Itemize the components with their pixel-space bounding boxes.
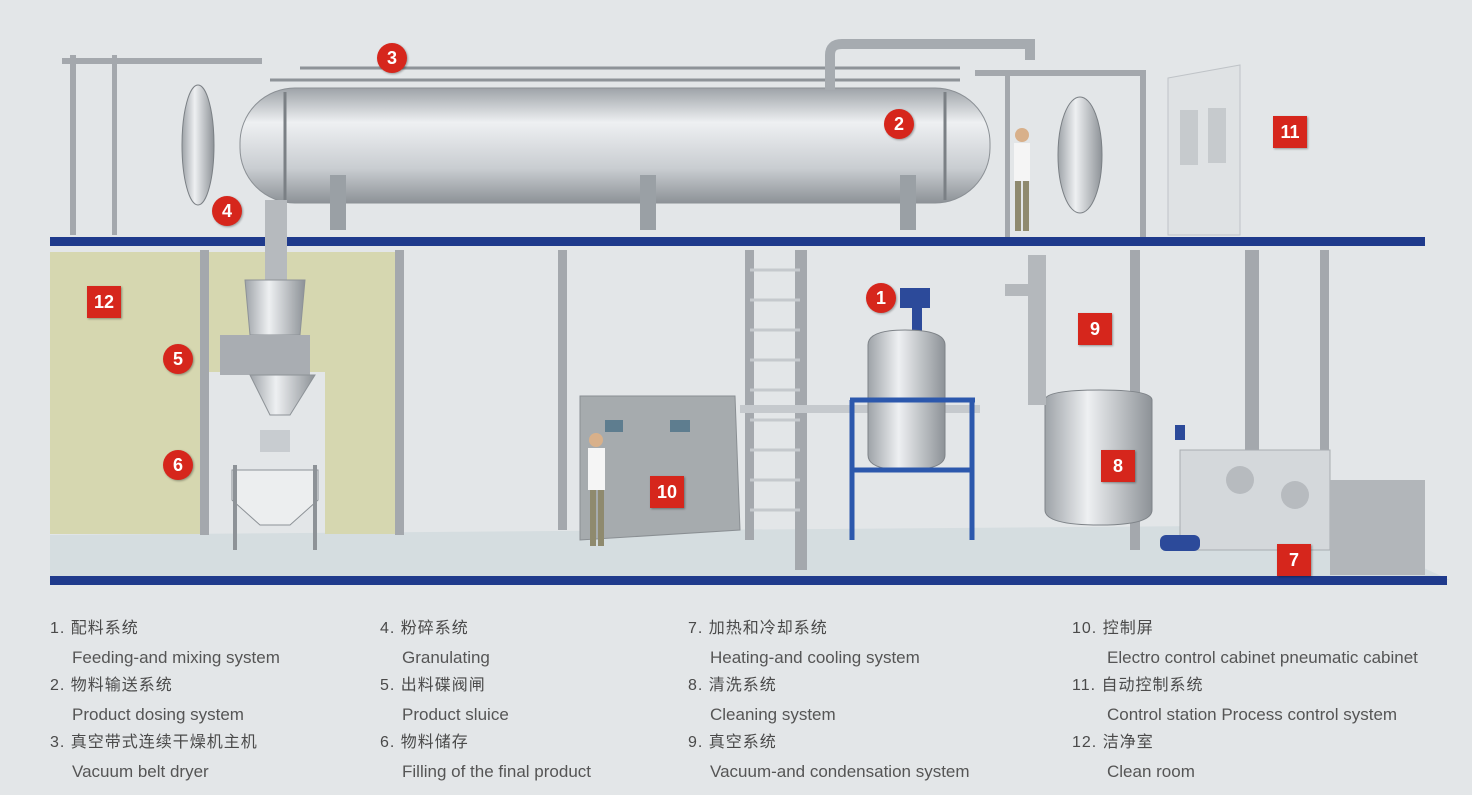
legend-entry: 6. 物料储存 Filling of the final product	[380, 729, 780, 786]
mixing-vessel	[849, 288, 975, 540]
marker-2: 2	[884, 109, 914, 139]
marker-3: 3	[377, 43, 407, 73]
legend-cn: 10. 控制屏	[1072, 620, 1154, 637]
legend-en: Filling of the final product	[402, 762, 591, 781]
clean-room-wall-right	[325, 252, 395, 534]
legend-en: Heating-and cooling system	[710, 648, 920, 667]
legend-cn: 11. 自动控制系统	[1072, 677, 1204, 694]
marker-7: 7	[1277, 544, 1311, 576]
spiral-stairs	[750, 268, 800, 512]
legend-cn: 6. 物料储存	[380, 734, 469, 751]
marker-9: 9	[1078, 313, 1112, 345]
granulator	[220, 200, 316, 416]
mid-platform	[740, 405, 980, 413]
legend-entry: 11. 自动控制系统 Control station Process contr…	[1072, 672, 1472, 729]
upper-frame	[62, 55, 1146, 240]
legend: 1. 配料系统 Feeding-and mixing system 2. 物料输…	[0, 615, 1472, 795]
legend-cn: 3. 真空带式连续干燥机主机	[50, 734, 258, 751]
marker-12: 12	[87, 286, 121, 318]
legend-cn: 4. 粉碎系统	[380, 620, 469, 637]
marker-4: 4	[212, 196, 242, 226]
legend-cn: 8. 清洗系统	[688, 677, 777, 694]
legend-cn: 1. 配料系统	[50, 620, 139, 637]
plant-diagram: 1 2 3 4 5 6 7 8 9 10 11 12	[50, 39, 1450, 585]
marker-11: 11	[1273, 116, 1307, 148]
legend-cn: 5. 出料碟阀闸	[380, 677, 486, 694]
legend-en: Granulating	[402, 648, 490, 667]
operator-figure	[1014, 128, 1030, 231]
dryer-door-left	[181, 84, 215, 206]
legend-entry: 12. 洁净室 Clean room	[1072, 729, 1472, 786]
legend-entry: 9. 真空系统 Vacuum-and condensation system	[688, 729, 1088, 786]
legend-en: Control station Process control system	[1107, 705, 1398, 724]
upper-deck	[50, 237, 1425, 246]
legend-cn: 12. 洁净室	[1072, 734, 1154, 751]
legend-column: 7. 加热和冷却系统 Heating-and cooling system 8.…	[688, 615, 1088, 786]
legend-column: 4. 粉碎系统 Granulating 5. 出料碟阀闸 Product slu…	[380, 615, 780, 786]
control-room-window	[1208, 108, 1226, 163]
legend-entry: 1. 配料系统 Feeding-and mixing system	[50, 615, 450, 672]
legend-en: Vacuum-and condensation system	[710, 762, 970, 781]
legend-en: Product dosing system	[72, 705, 244, 724]
legend-cn: 9. 真空系统	[688, 734, 777, 751]
marker-5: 5	[163, 344, 193, 374]
legend-entry: 8. 清洗系统 Cleaning system	[688, 672, 1088, 729]
dryer-rings	[283, 92, 947, 200]
legend-cn: 2. 物料输送系统	[50, 677, 173, 694]
cleaning-vessel	[1005, 255, 1153, 526]
heating-cooling-skid	[1160, 425, 1425, 575]
ibc-container	[231, 430, 319, 550]
legend-en: Clean room	[1107, 762, 1195, 781]
legend-entry: 7. 加热和冷却系统 Heating-and cooling system	[688, 615, 1088, 672]
legend-en: Feeding-and mixing system	[72, 648, 280, 667]
control-room-window	[1180, 110, 1198, 165]
legend-entry: 10. 控制屏 Electro control cabinet pneumati…	[1072, 615, 1472, 672]
marker-1: 1	[866, 283, 896, 313]
legend-entry: 2. 物料输送系统 Product dosing system	[50, 672, 450, 729]
legend-entry: 3. 真空带式连续干燥机主机 Vacuum belt dryer	[50, 729, 450, 786]
legend-column: 10. 控制屏 Electro control cabinet pneumati…	[1072, 615, 1472, 786]
dryer-door-right	[1057, 96, 1103, 214]
legend-entry: 5. 出料碟阀闸 Product sluice	[380, 672, 780, 729]
clean-room-wall-left	[50, 252, 200, 534]
legend-en: Electro control cabinet pneumatic cabine…	[1107, 648, 1418, 667]
operator-figure	[588, 433, 605, 546]
legend-en: Vacuum belt dryer	[72, 762, 209, 781]
top-piping	[270, 39, 1035, 90]
vacuum-belt-dryer	[239, 87, 991, 204]
marker-6: 6	[163, 450, 193, 480]
legend-column: 1. 配料系统 Feeding-and mixing system 2. 物料输…	[50, 615, 450, 786]
legend-cn: 7. 加热和冷却系统	[688, 620, 828, 637]
legend-entry: 4. 粉碎系统 Granulating	[380, 615, 780, 672]
marker-8: 8	[1101, 450, 1135, 482]
marker-10: 10	[650, 476, 684, 508]
legend-en: Product sluice	[402, 705, 509, 724]
legend-en: Cleaning system	[710, 705, 836, 724]
dryer-legs	[330, 175, 916, 230]
ground-floor	[50, 525, 1450, 580]
plant-illustration	[50, 39, 1450, 585]
control-room	[1167, 64, 1241, 236]
lower-deck	[50, 576, 1447, 585]
cabinet-screen-right	[670, 420, 690, 432]
cabinet-screen-left	[605, 420, 623, 432]
